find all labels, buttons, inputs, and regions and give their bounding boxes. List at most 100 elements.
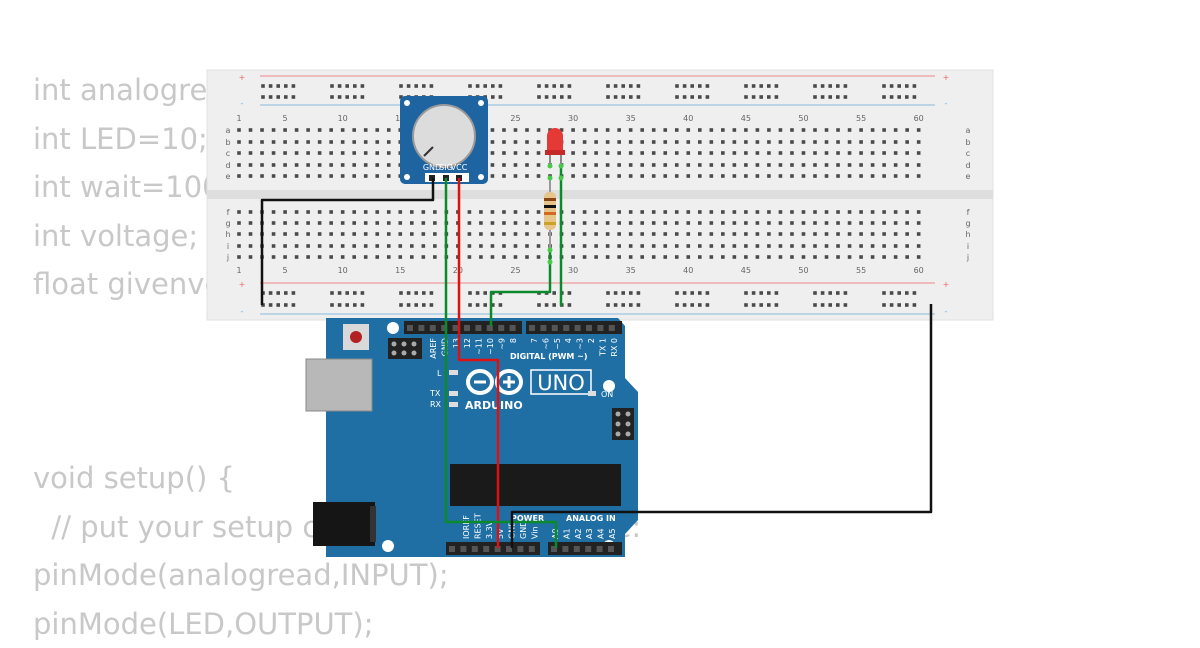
rail-hole[interactable] [552, 291, 556, 295]
rail-hole[interactable] [292, 84, 296, 88]
breadboard-hole[interactable] [306, 221, 310, 225]
breadboard-hole[interactable] [663, 151, 667, 155]
rail-hole[interactable] [828, 84, 832, 88]
rail-hole[interactable] [821, 291, 825, 295]
breadboard-hole[interactable] [698, 221, 702, 225]
rail-hole[interactable] [897, 303, 901, 307]
rail-hole[interactable] [568, 303, 572, 307]
breadboard-hole[interactable] [710, 151, 714, 155]
breadboard-hole[interactable] [318, 232, 322, 236]
breadboard-hole[interactable] [917, 174, 921, 178]
breadboard-hole[interactable] [652, 163, 656, 167]
rail-hole[interactable] [537, 84, 541, 88]
breadboard-hole[interactable] [571, 255, 575, 259]
breadboard-hole[interactable] [341, 221, 345, 225]
breadboard-hole[interactable] [352, 163, 356, 167]
breadboard-hole[interactable] [583, 174, 587, 178]
breadboard-hole[interactable] [744, 174, 748, 178]
rail-hole[interactable] [552, 303, 556, 307]
rail-hole[interactable] [276, 303, 280, 307]
breadboard-hole[interactable] [871, 151, 875, 155]
rail-hole[interactable] [491, 95, 495, 99]
breadboard-hole[interactable] [249, 210, 253, 214]
breadboard-hole[interactable] [283, 210, 287, 214]
breadboard-hole[interactable] [767, 140, 771, 144]
breadboard-hole[interactable] [710, 232, 714, 236]
header-pin[interactable] [453, 325, 459, 331]
breadboard-hole[interactable] [744, 244, 748, 248]
header-pin[interactable] [472, 546, 478, 552]
breadboard-hole[interactable] [652, 244, 656, 248]
breadboard-hole[interactable] [871, 174, 875, 178]
breadboard-hole[interactable] [479, 255, 483, 259]
breadboard-hole[interactable] [698, 151, 702, 155]
header-pin[interactable] [574, 546, 580, 552]
breadboard-hole[interactable] [733, 232, 737, 236]
breadboard-hole[interactable] [583, 140, 587, 144]
breadboard-hole[interactable] [836, 174, 840, 178]
breadboard-hole[interactable] [790, 210, 794, 214]
rail-hole[interactable] [752, 84, 756, 88]
breadboard-hole[interactable] [318, 244, 322, 248]
breadboard-hole[interactable] [387, 128, 391, 132]
breadboard-hole[interactable] [813, 174, 817, 178]
breadboard-hole[interactable] [514, 174, 518, 178]
breadboard-hole[interactable] [594, 174, 598, 178]
breadboard-hole[interactable] [295, 151, 299, 155]
rail-hole[interactable] [744, 291, 748, 295]
rail-hole[interactable] [821, 95, 825, 99]
rail-hole[interactable] [767, 303, 771, 307]
breadboard-hole[interactable] [606, 140, 610, 144]
breadboard-hole[interactable] [318, 210, 322, 214]
breadboard-hole[interactable] [686, 221, 690, 225]
breadboard-hole[interactable] [848, 151, 852, 155]
breadboard-hole[interactable] [882, 210, 886, 214]
rail-hole[interactable] [261, 95, 265, 99]
rail-hole[interactable] [399, 291, 403, 295]
breadboard-hole[interactable] [802, 140, 806, 144]
breadboard-hole[interactable] [433, 210, 437, 214]
breadboard-hole[interactable] [721, 163, 725, 167]
header-pin[interactable] [608, 546, 614, 552]
breadboard-hole[interactable] [917, 140, 921, 144]
breadboard-hole[interactable] [698, 140, 702, 144]
breadboard-hole[interactable] [825, 221, 829, 225]
rail-hole[interactable] [269, 95, 273, 99]
rail-hole[interactable] [844, 303, 848, 307]
rail-hole[interactable] [706, 303, 710, 307]
breadboard-hole[interactable] [352, 151, 356, 155]
breadboard-hole[interactable] [802, 151, 806, 155]
breadboard-hole[interactable] [675, 232, 679, 236]
breadboard-hole[interactable] [272, 255, 276, 259]
breadboard-hole[interactable] [341, 210, 345, 214]
breadboard-hole[interactable] [629, 210, 633, 214]
rail-hole[interactable] [468, 291, 472, 295]
breadboard-hole[interactable] [571, 232, 575, 236]
rail-hole[interactable] [284, 84, 288, 88]
breadboard-hole[interactable] [905, 140, 909, 144]
breadboard-hole[interactable] [410, 210, 414, 214]
breadboard-hole[interactable] [871, 210, 875, 214]
rail-hole[interactable] [614, 95, 618, 99]
breadboard-hole[interactable] [306, 140, 310, 144]
breadboard-hole[interactable] [375, 255, 379, 259]
breadboard-hole[interactable] [249, 174, 253, 178]
rail-hole[interactable] [744, 303, 748, 307]
rail-hole[interactable] [913, 303, 917, 307]
breadboard-hole[interactable] [260, 140, 264, 144]
breadboard-hole[interactable] [663, 232, 667, 236]
breadboard-hole[interactable] [836, 221, 840, 225]
breadboard-hole[interactable] [260, 151, 264, 155]
breadboard-hole[interactable] [249, 255, 253, 259]
rail-hole[interactable] [353, 84, 357, 88]
breadboard-hole[interactable] [352, 210, 356, 214]
breadboard-hole[interactable] [525, 244, 529, 248]
breadboard-hole[interactable] [571, 221, 575, 225]
breadboard-hole[interactable] [387, 151, 391, 155]
breadboard-hole[interactable] [352, 140, 356, 144]
breadboard-hole[interactable] [295, 255, 299, 259]
breadboard-hole[interactable] [710, 255, 714, 259]
breadboard-hole[interactable] [894, 244, 898, 248]
breadboard-hole[interactable] [283, 163, 287, 167]
breadboard-hole[interactable] [710, 221, 714, 225]
